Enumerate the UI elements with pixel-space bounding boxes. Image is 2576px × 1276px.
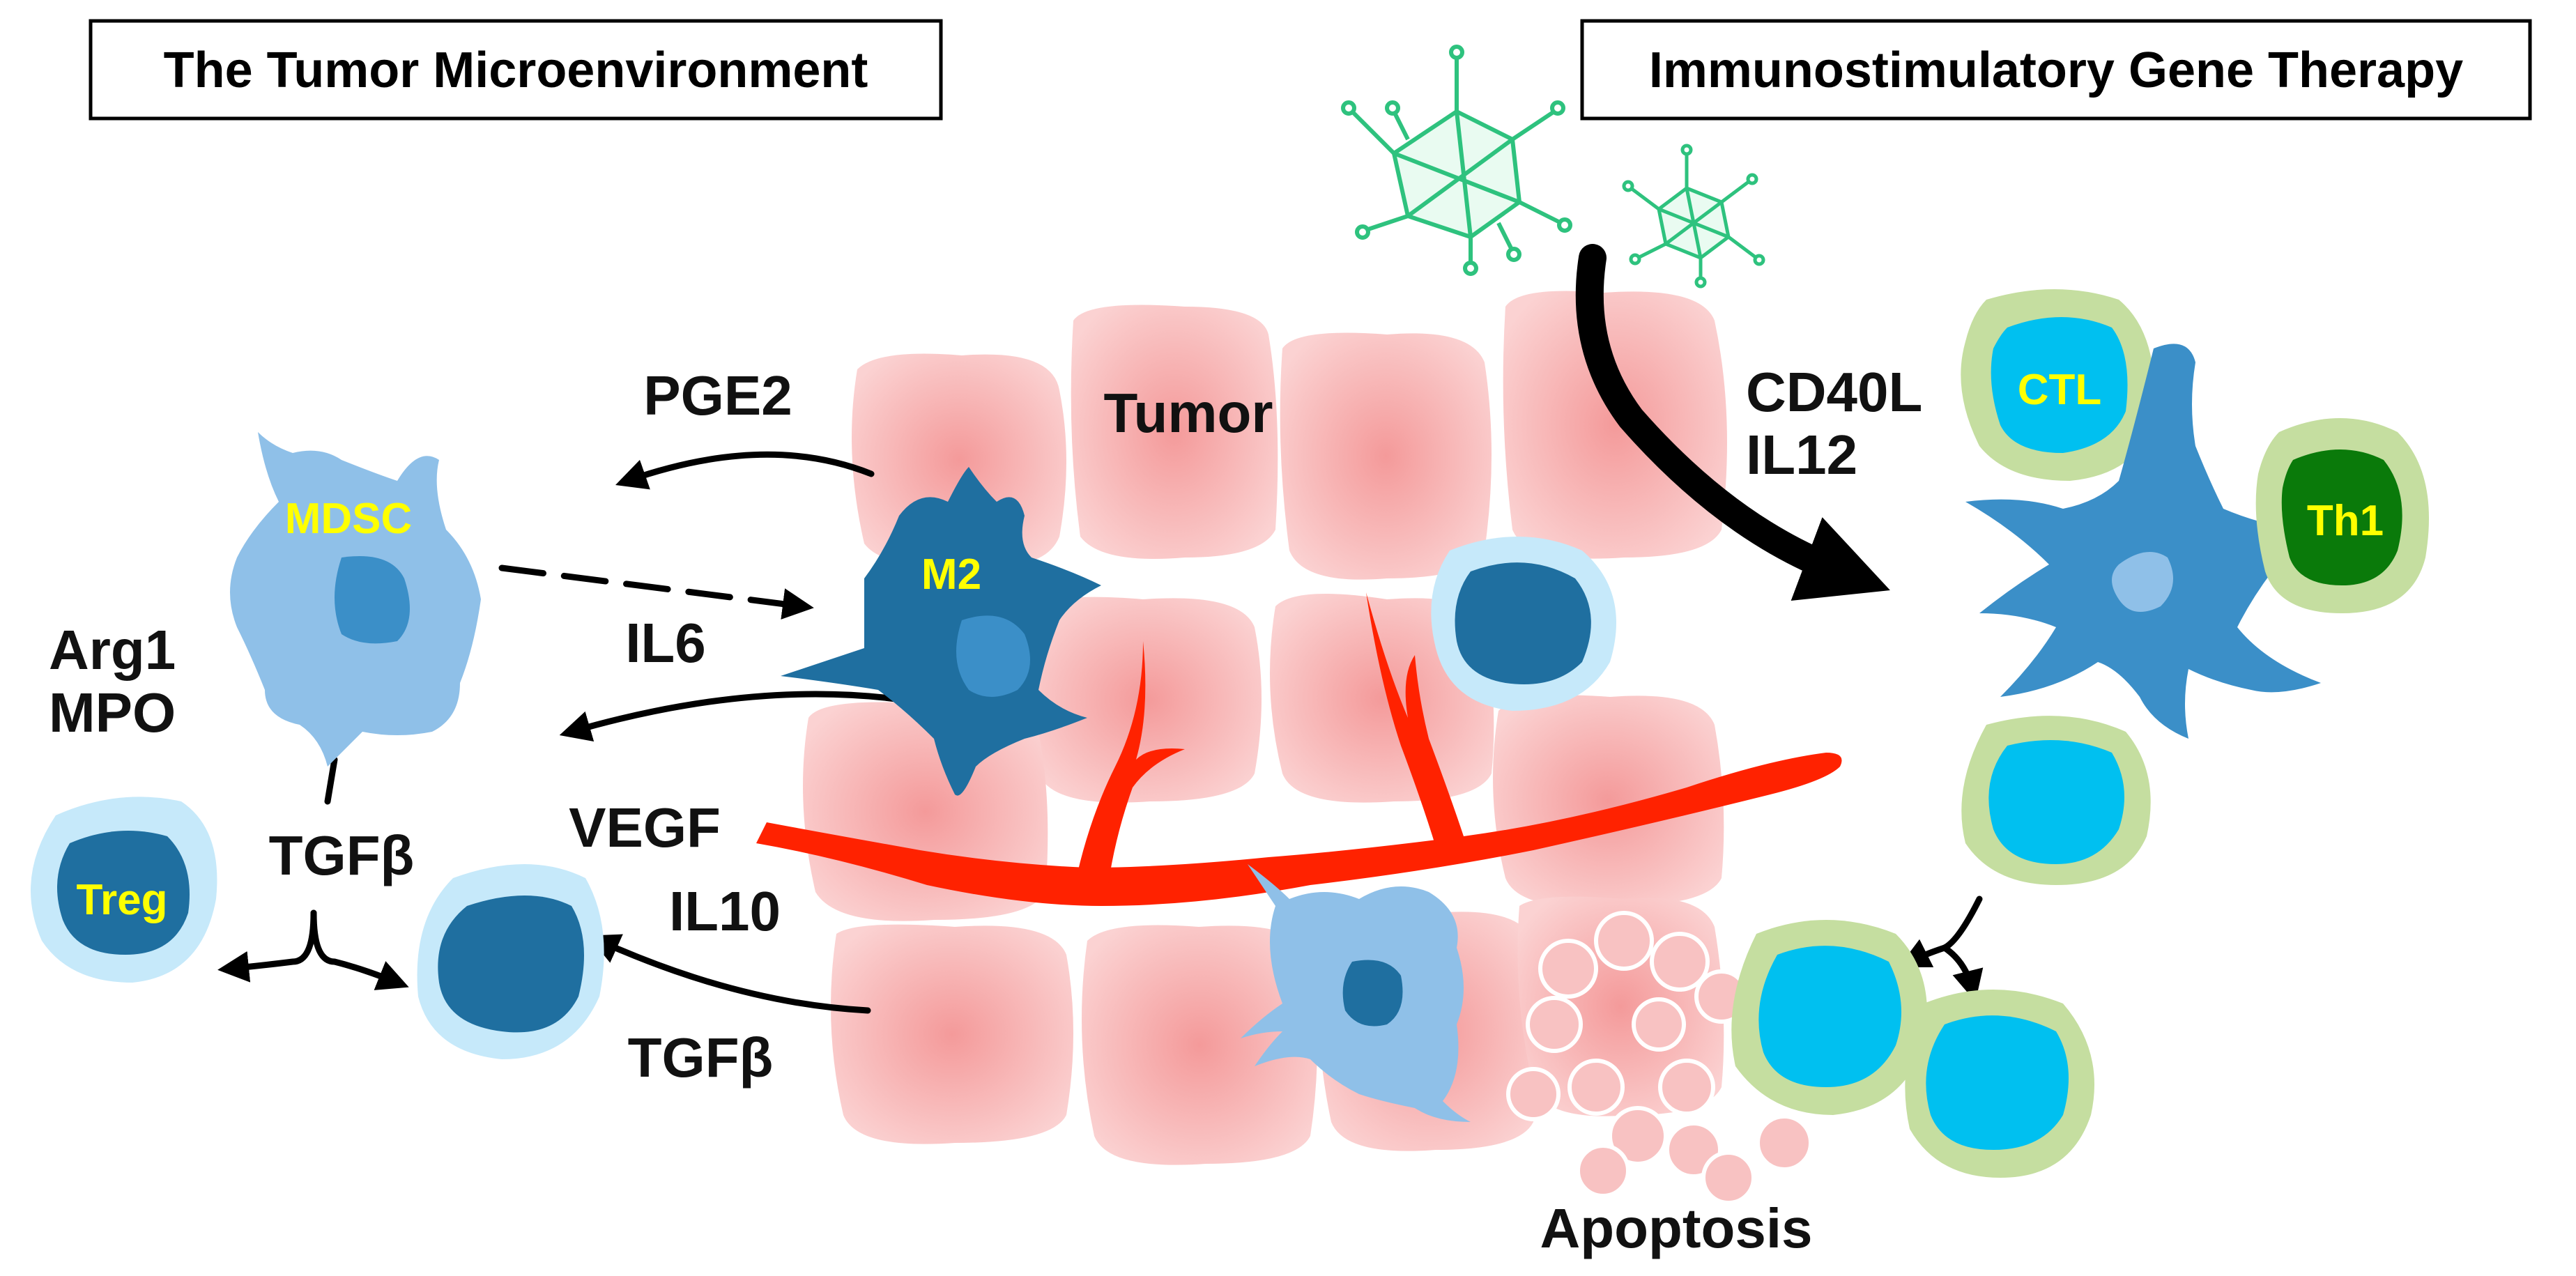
vegf-label: VEGF: [569, 797, 721, 859]
ctl-cell-bottom-right: [1905, 990, 2094, 1178]
ctl-cell-bottom-left: [1731, 920, 1927, 1115]
title-right: Immunostimulatory Gene Therapy: [1649, 43, 2463, 98]
blood-vessel: [756, 592, 1842, 906]
pge2-label: PGE2: [643, 364, 792, 426]
th1-label: Th1: [2307, 497, 2384, 545]
title-left: The Tumor Microenvironment: [164, 43, 868, 98]
ctl-cell-mid: [1961, 716, 2151, 885]
diagram-labels: Tumor PGE2 IL6 Arg1 MPO TGFβ VEGF IL10 T…: [49, 361, 1922, 1259]
arrows-left: [217, 451, 965, 1014]
mpo-label: MPO: [49, 682, 176, 744]
th1-cell: Th1: [2255, 418, 2429, 613]
tgfb-bottom-label: TGFβ: [628, 1027, 774, 1089]
t-cell-tumor-top: [1431, 537, 1616, 711]
virus-small-icon: [1622, 144, 1765, 289]
therapy-arrow: [1575, 244, 1890, 601]
ctl-cell: CTL: [1961, 289, 2155, 481]
dendritic-cell-tumor: [1241, 864, 1471, 1122]
mdsc-cell: MDSC: [230, 432, 481, 767]
il10-label: IL10: [669, 880, 781, 942]
apoptosis-label: Apoptosis: [1540, 1197, 1812, 1259]
treg-cell: Treg: [31, 797, 217, 983]
cd40l-label: CD40L: [1746, 361, 1922, 423]
il12-label: IL12: [1746, 424, 1857, 486]
m2-macrophage: M2: [781, 467, 1101, 796]
t-cell-bottom-left: [417, 864, 604, 1059]
virus-large-icon: [1341, 45, 1572, 276]
il6-label: IL6: [625, 612, 706, 674]
ctl-label: CTL: [2018, 366, 2102, 414]
dendritic-cell-right: [1965, 344, 2342, 739]
title-box-left: The Tumor Microenvironment: [89, 19, 943, 121]
title-box-right: Immunostimulatory Gene Therapy: [1580, 19, 2532, 121]
mdsc-label: MDSC: [285, 495, 413, 543]
arg1-label: Arg1: [49, 619, 176, 681]
m2-label: M2: [921, 551, 981, 599]
tumor-label: Tumor: [1104, 382, 1273, 444]
treg-label: Treg: [77, 876, 168, 924]
arrows-right: [1898, 895, 1984, 1002]
tgfb-left-label: TGFβ: [269, 824, 415, 886]
apoptotic-bodies: [1506, 911, 1813, 1205]
